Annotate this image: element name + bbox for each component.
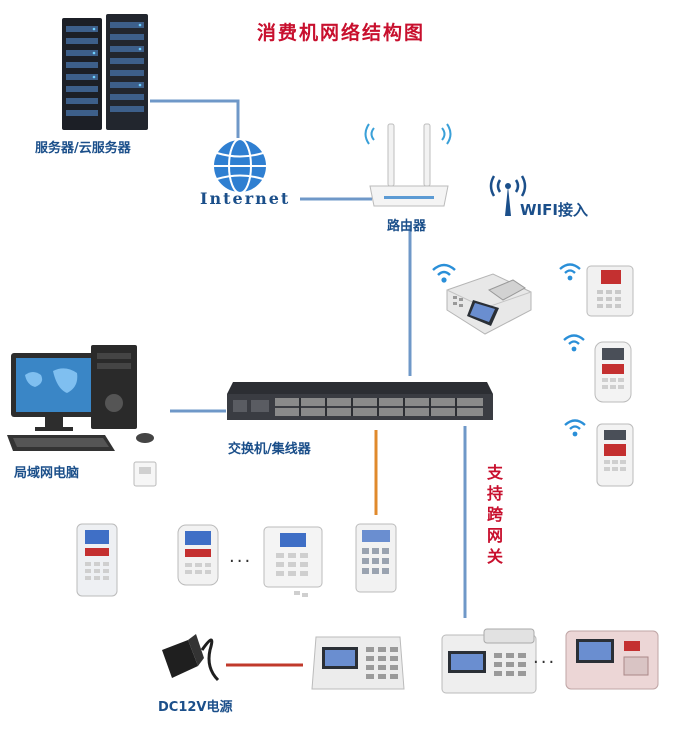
wifi-signal-icon (559, 263, 581, 281)
wall-card-terminal-icon (263, 526, 323, 597)
router-label: 路由器 (387, 219, 427, 234)
cross-gateway-char: 持 (486, 484, 503, 503)
wall-card-terminal-icon (177, 524, 219, 586)
cross-gateway-char: 关 (486, 547, 503, 566)
card-reader-icon (133, 461, 157, 487)
desktop-pos-terminal-icon (446, 273, 532, 335)
desktop-pos-terminal-icon (441, 628, 537, 694)
cross-gateway-label: 支 持 跨 网 关 (484, 462, 506, 567)
internet-label: Internet (200, 189, 291, 208)
server-to-internet-line (150, 99, 240, 138)
wall-card-terminal-icon (76, 523, 118, 597)
switch-label: 交换机/集线器 (228, 442, 311, 457)
wifi-signal-icon (432, 263, 456, 283)
cross-gateway-char: 网 (486, 526, 503, 545)
power-adapter-icon (162, 634, 220, 682)
server-label: 服务器/云服务器 (35, 141, 131, 156)
desktop-pos-terminal-icon (565, 630, 659, 690)
network-switch-icon (227, 382, 493, 420)
lan-pc-label: 局域网电脑 (14, 466, 80, 481)
wifi-antenna-icon (489, 175, 527, 216)
diagram-title: 消费机网络结构图 (256, 22, 425, 44)
router-icon (364, 123, 452, 207)
globe-icon (212, 138, 268, 194)
wall-card-terminal-icon (596, 423, 634, 487)
desktop-pos-terminal-icon (311, 636, 405, 690)
desktop-computer-icon (7, 345, 154, 451)
cross-gateway-char: 支 (486, 463, 503, 482)
cross-gateway-char: 跨 (486, 505, 503, 524)
power-label: DC12V电源 (158, 700, 233, 715)
wall-card-terminal-icon (355, 523, 397, 593)
server-icon (62, 14, 148, 130)
wifi-signal-icon (563, 334, 585, 352)
wifi-signal-icon (564, 419, 586, 437)
wifi-label: WIFI接入 (520, 201, 588, 219)
wall-card-terminal-icon (586, 265, 634, 317)
ellipsis: ··· (533, 652, 557, 673)
ellipsis: ··· (229, 551, 253, 572)
wall-card-terminal-icon (594, 341, 632, 403)
